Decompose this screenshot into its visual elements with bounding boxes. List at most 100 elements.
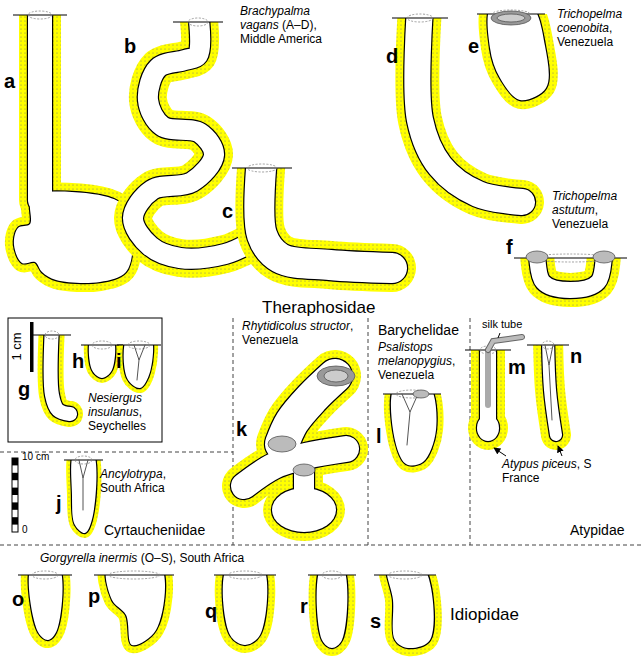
- scale-segment: [12, 473, 18, 480]
- scale-segment: [12, 517, 18, 524]
- burrow-entrance: [128, 341, 150, 349]
- label-text: a: [4, 70, 15, 92]
- burrow-halo: [29, 575, 63, 640]
- ground-surface: [232, 168, 292, 169]
- panel-letter: j: [56, 492, 62, 515]
- panel-letter: n: [570, 345, 582, 368]
- burrow-interior: [124, 345, 153, 388]
- ground-surface: [117, 345, 161, 346]
- panel-letter: q: [205, 600, 217, 623]
- species-name: Atypus piceus: [502, 457, 577, 471]
- ground-surface: [374, 575, 436, 576]
- burrow: [81, 332, 123, 378]
- caption: silk tube: [482, 318, 522, 331]
- divider: [0, 545, 644, 546]
- label-text: r: [300, 595, 308, 617]
- silk-lining: [134, 345, 145, 360]
- panel-letter: p: [88, 585, 100, 608]
- burrow-outline: [282, 376, 335, 444]
- label-text: b: [124, 35, 136, 57]
- panel-letter: e: [468, 35, 479, 58]
- burrow-interior: [282, 376, 335, 444]
- ground-surface: [392, 18, 448, 19]
- caption: Atypus piceus, S France: [502, 458, 612, 486]
- species-name: Gorgyrella inermis: [40, 551, 137, 565]
- label-text: (O–S), South Africa: [141, 551, 244, 565]
- burrow-outline: [124, 345, 153, 388]
- silk-lining: [485, 350, 491, 405]
- label-text: 1 cm: [9, 332, 24, 360]
- burrow-interior: [317, 575, 348, 648]
- burrow-interior: [223, 575, 268, 645]
- burrow-body: [537, 258, 604, 290]
- burrow-entrance: [407, 14, 433, 22]
- ground-surface: [383, 394, 441, 395]
- label-text: Atypidae: [570, 522, 624, 538]
- burrow: [214, 560, 276, 645]
- burrow-plug: [497, 14, 525, 22]
- burrow-interior: [477, 415, 499, 441]
- burrow-outline: [27, 15, 53, 200]
- burrow-body: [51, 335, 70, 414]
- burrow-interior: [548, 345, 556, 435]
- ground-surface: [13, 15, 67, 16]
- ground-surface: [173, 22, 223, 23]
- panel-letter: b: [124, 35, 136, 58]
- burrow-body: [386, 575, 433, 648]
- burrow-halo: [71, 460, 96, 533]
- burrow-body: [106, 575, 165, 645]
- burrow-body: [124, 345, 153, 388]
- leader-line: [498, 333, 500, 338]
- scale-frame: [12, 458, 18, 532]
- burrow-entrance: [396, 390, 428, 398]
- caption: Barychelidae: [378, 322, 459, 338]
- ground-surface: [81, 345, 123, 346]
- burrow: [383, 380, 441, 466]
- burrow-entrance: [28, 11, 52, 19]
- burrow-body: [317, 575, 348, 648]
- burrow: [64, 447, 103, 533]
- ground-surface: [18, 575, 72, 576]
- burrow-interior: [272, 488, 336, 532]
- burrow: [514, 248, 627, 290]
- label-text: Theraphosidae: [262, 298, 375, 317]
- inset-box: [8, 318, 162, 442]
- burrow-halo: [223, 575, 268, 645]
- panel-letter: c: [222, 200, 233, 223]
- panel-letter: l: [376, 425, 382, 448]
- label-text: g: [18, 378, 30, 400]
- label-text: d: [386, 45, 398, 67]
- burrow-entrance: [188, 18, 208, 26]
- burrow-plug: [526, 251, 548, 263]
- burrow-outline: [488, 14, 549, 100]
- ground-surface: [33, 335, 71, 336]
- scale-segment: [12, 458, 18, 465]
- burrow-plug: [593, 251, 615, 263]
- burrow-body: [468, 350, 508, 450]
- label-text: 0: [22, 524, 28, 535]
- ground-surface: [94, 575, 174, 576]
- burrow-outline: [479, 350, 497, 420]
- pointer-arrow: [494, 448, 506, 456]
- burrow-plug: [317, 366, 355, 386]
- panel-letter: h: [72, 350, 84, 373]
- scale-segment: [12, 502, 18, 509]
- burrow-halo: [51, 335, 70, 414]
- burrow-body: [14, 15, 133, 283]
- burrow: [465, 337, 522, 450]
- section-dividers: [0, 318, 644, 545]
- burrow-body: [391, 394, 437, 466]
- burrow: [33, 325, 71, 414]
- caption: Theraphosidae: [262, 298, 375, 318]
- burrow: [374, 560, 436, 648]
- burrow-plug: [268, 436, 296, 452]
- label-text: Barychelidae: [378, 322, 459, 338]
- panel-letter: d: [386, 45, 398, 68]
- burrow-halo: [537, 258, 604, 290]
- burrow-outline: [223, 575, 268, 645]
- label-text: f: [506, 236, 513, 258]
- burrow-entrance: [75, 456, 92, 464]
- caption: Cyrtaucheniidae: [104, 522, 205, 538]
- pointer-arrow: [558, 446, 562, 456]
